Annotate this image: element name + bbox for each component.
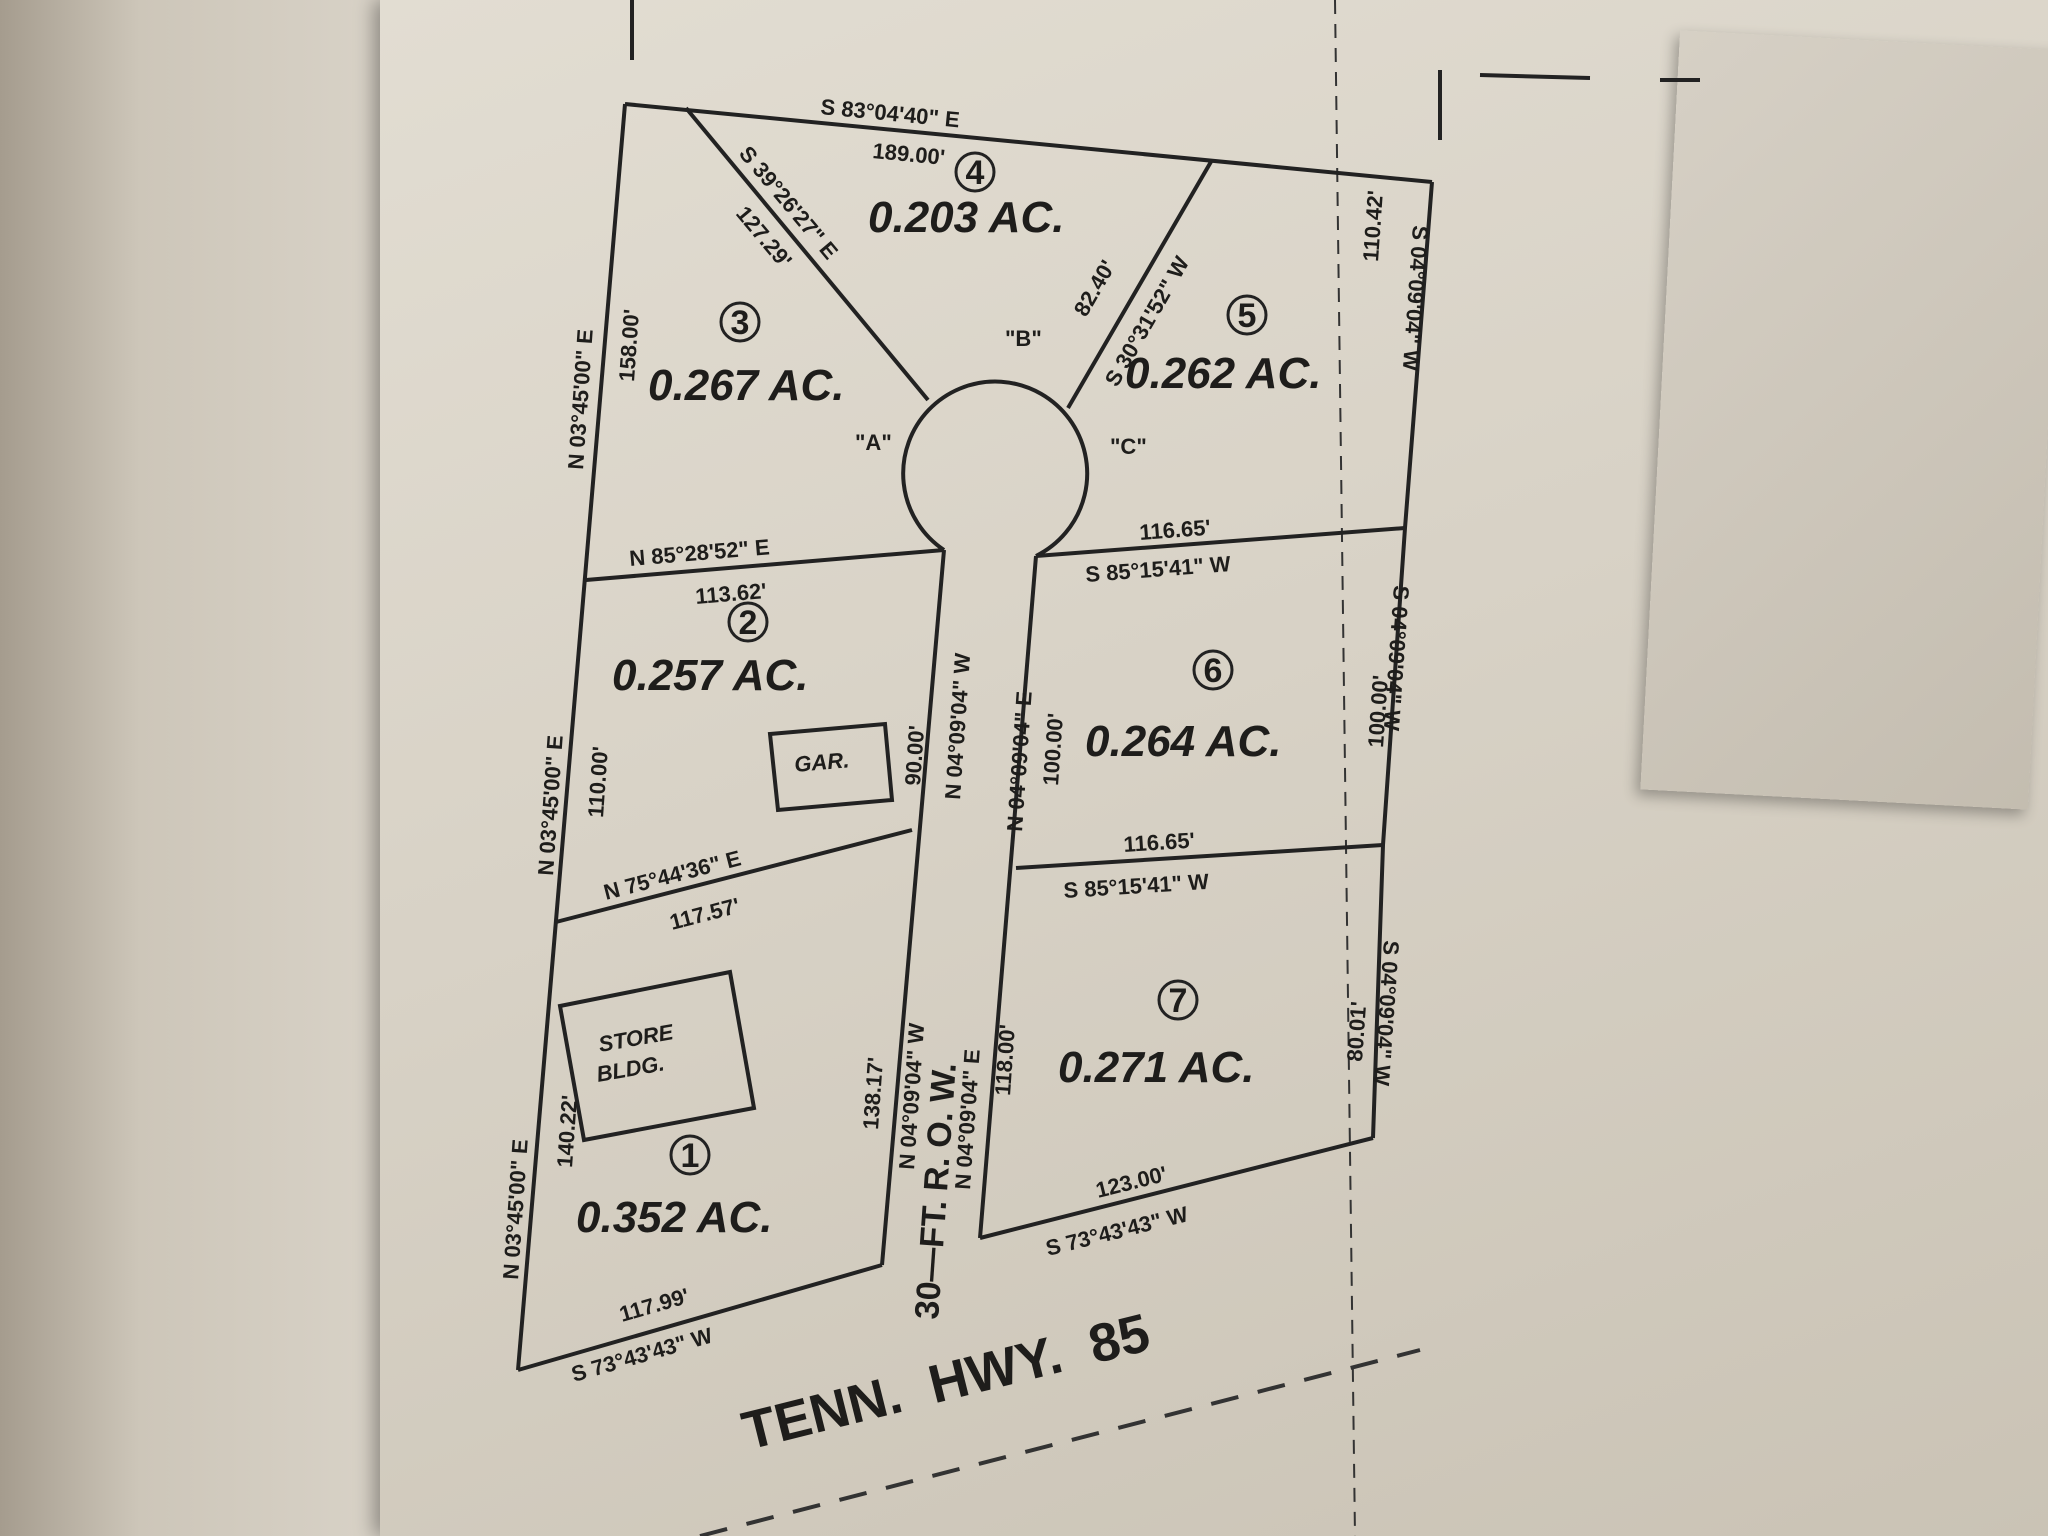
lot6-south-bearing: S 85°15'41" W	[1063, 869, 1210, 903]
lot3-4-division-line	[684, 106, 930, 402]
outer-boundary-north	[624, 102, 1433, 184]
lot-circle	[727, 601, 769, 643]
store-building	[557, 969, 757, 1143]
row-west-upper-distance: 90.00'	[900, 724, 929, 786]
left-paper-sheet	[0, 0, 400, 1536]
outer-boundary-east	[1371, 181, 1434, 1139]
lot7-south-bearing: S 73°43'43" W	[1043, 1201, 1190, 1261]
lot7-south-line	[979, 1136, 1374, 1240]
lot2-area: 0.257 AC.	[612, 651, 808, 700]
lot-number-6: 6	[1204, 652, 1223, 690]
row-east-upper-distance: 100.00'	[1038, 712, 1068, 786]
left-lot1-distance: 140.22'	[552, 1094, 582, 1168]
right-low-distance: 80.01'	[1342, 1000, 1371, 1062]
lot5-6-division-line	[1035, 526, 1406, 558]
lot-circle	[669, 1134, 711, 1176]
diag-right-distance: 82.40'	[1069, 256, 1121, 321]
lot-circle	[954, 151, 996, 193]
garage-building	[767, 721, 895, 813]
row-west-line	[880, 549, 946, 1266]
lot3-area: 0.267 AC.	[648, 361, 844, 410]
curve-label-b: "B"	[1005, 326, 1042, 351]
lot5-south-bearing: S 85°15'41" W	[1085, 551, 1232, 587]
left-lot2-distance: 110.00'	[583, 745, 613, 818]
lot1-2-division-line	[555, 828, 913, 924]
highway-label: TENN. HWY. 85	[736, 1303, 1155, 1462]
lot4-5-division-line	[1066, 158, 1214, 410]
lot-number-5: 5	[1238, 297, 1257, 335]
lot-number-2: 2	[739, 604, 758, 642]
right-low-bearing: S 04°09'04" W	[1369, 940, 1404, 1087]
lot-number-4: 4	[966, 154, 985, 192]
curve-label-c: "C"	[1110, 434, 1147, 459]
cul-de-sac-circle	[901, 379, 1090, 558]
row-east-line	[978, 555, 1038, 1239]
lot2-3-division-line	[585, 548, 945, 582]
store-label-line1: STORE	[597, 1019, 677, 1057]
lot1-area: 0.352 AC.	[576, 1193, 772, 1242]
left-lot3-bearing: N 03°45'00" E	[563, 328, 598, 470]
lot6-7-division-line	[1015, 843, 1384, 870]
lot5-south-distance: 116.65'	[1139, 515, 1212, 545]
lot-number-3: 3	[731, 304, 750, 342]
lot-circle	[1157, 979, 1199, 1021]
lot-number-7: 7	[1169, 982, 1188, 1020]
lot6-area: 0.264 AC.	[1085, 717, 1281, 766]
lot2-south-distance: 117.57'	[667, 893, 742, 935]
lot1-south-distance: 117.99'	[616, 1283, 691, 1327]
right-mid-distance: 100.00'	[1363, 674, 1393, 748]
lot-circle	[719, 301, 761, 343]
section-line	[1334, 0, 1356, 1536]
lot-number-1: 1	[681, 1137, 700, 1175]
row-west-upper-bearing: N 04°09'04" W	[940, 652, 975, 800]
lot-circle	[1226, 294, 1268, 336]
row-east-upper-bearing: N 04°09'04" E	[1002, 690, 1037, 832]
lot5-area: 0.262 AC.	[1125, 349, 1321, 398]
lot1-south-line	[517, 1263, 883, 1372]
row-west-lower-distance: 138.17'	[858, 1056, 888, 1130]
right-top-bearing: S 04°09'04" W	[1398, 225, 1433, 372]
lot7-south-distance: 123.00'	[1093, 1161, 1169, 1203]
lot7-area: 0.271 AC.	[1058, 1043, 1254, 1092]
curve-label-a: "A"	[855, 430, 892, 455]
top-distance: 189.00'	[872, 138, 947, 170]
garage-label: GAR.	[793, 747, 850, 777]
outer-boundary-west	[516, 103, 627, 1371]
lot6-south-distance: 116.65'	[1123, 828, 1196, 857]
lot-circle	[1192, 649, 1234, 691]
lot4-area: 0.203 AC.	[868, 193, 1064, 242]
right-top-distance: 110.42'	[1358, 189, 1388, 262]
lot3-south-distance: 113.62'	[694, 578, 767, 609]
row-east-lower-distance: 118.00'	[990, 1023, 1020, 1096]
tick-mark	[1479, 73, 1591, 80]
left-lot3-distance: 158.00'	[614, 308, 644, 382]
highway-edge-line	[699, 1348, 1421, 1536]
